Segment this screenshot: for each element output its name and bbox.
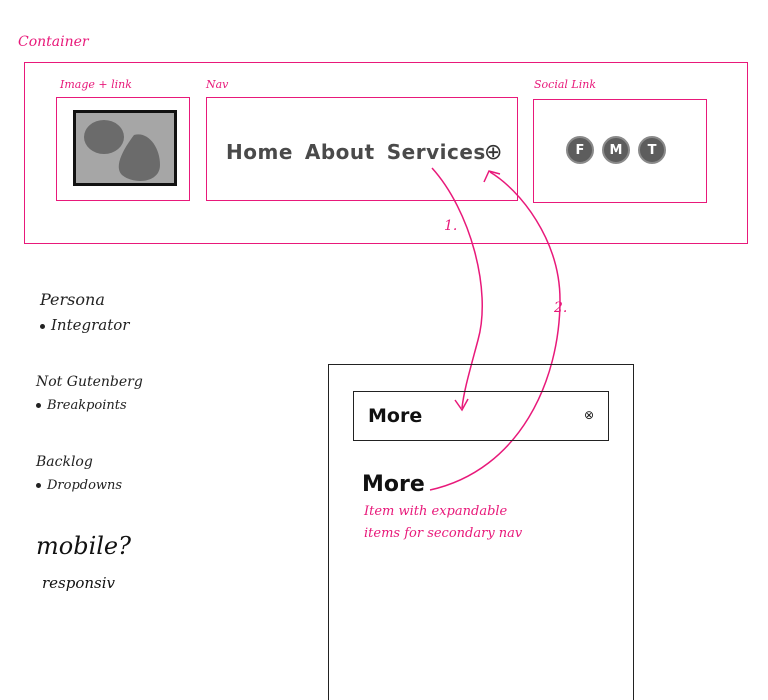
responsive-note: responsiv	[42, 574, 116, 592]
backlog-item-text: Dropdowns	[47, 478, 123, 493]
more-dropdown-label: More	[368, 405, 423, 427]
container-box	[24, 62, 748, 244]
arrow-1	[431, 167, 483, 409]
nav-item-services[interactable]: Services	[386, 140, 486, 164]
more-desc-line-1: Item with expandable	[364, 504, 508, 519]
not-gutenberg-item-text: Breakpoints	[47, 398, 127, 413]
image-link-box[interactable]	[56, 97, 190, 201]
more-desc-line-2: items for secondary nav	[364, 526, 523, 541]
nav-item-about[interactable]: About	[304, 140, 375, 164]
nav-box	[206, 97, 518, 201]
step-1-label: 1.	[444, 218, 458, 234]
more-dropdown[interactable]	[353, 391, 609, 441]
bullet-icon	[36, 483, 41, 488]
mobile-note: mobile?	[36, 532, 131, 560]
image-link-label: Image + link	[60, 78, 132, 91]
image-blob-icon	[84, 120, 160, 181]
bullet-icon	[36, 403, 41, 408]
mobile-frame	[328, 364, 634, 700]
expand-plus-icon[interactable]: ⊕	[484, 140, 503, 165]
social-twitter-icon[interactable]: T	[638, 136, 666, 164]
more-heading: More	[362, 472, 425, 497]
persona-title: Persona	[40, 290, 105, 309]
container-label: Container	[18, 34, 89, 50]
backlog-title: Backlog	[36, 454, 93, 470]
nav-item-home[interactable]: Home	[226, 140, 293, 164]
social-medium-icon[interactable]: M	[602, 136, 630, 164]
bullet-icon	[40, 323, 45, 329]
image-placeholder	[73, 110, 177, 186]
arrow-2	[429, 171, 561, 491]
step-2-label: 2.	[554, 300, 568, 316]
arrow-2-head	[483, 170, 501, 183]
social-box	[533, 99, 707, 203]
persona-item: Integrator	[40, 316, 129, 334]
backlog-item: Dropdowns	[36, 478, 122, 493]
social-facebook-icon[interactable]: F	[566, 136, 594, 164]
not-gutenberg-title: Not Gutenberg	[36, 374, 143, 390]
more-expand-icon[interactable]: ⊗	[584, 408, 595, 422]
persona-item-text: Integrator	[51, 316, 130, 334]
nav-items: Home About Services	[226, 140, 486, 164]
not-gutenberg-item: Breakpoints	[36, 398, 127, 413]
arrow-1-head	[454, 398, 469, 412]
social-label: Social Link	[534, 78, 596, 91]
nav-label: Nav	[206, 78, 229, 91]
